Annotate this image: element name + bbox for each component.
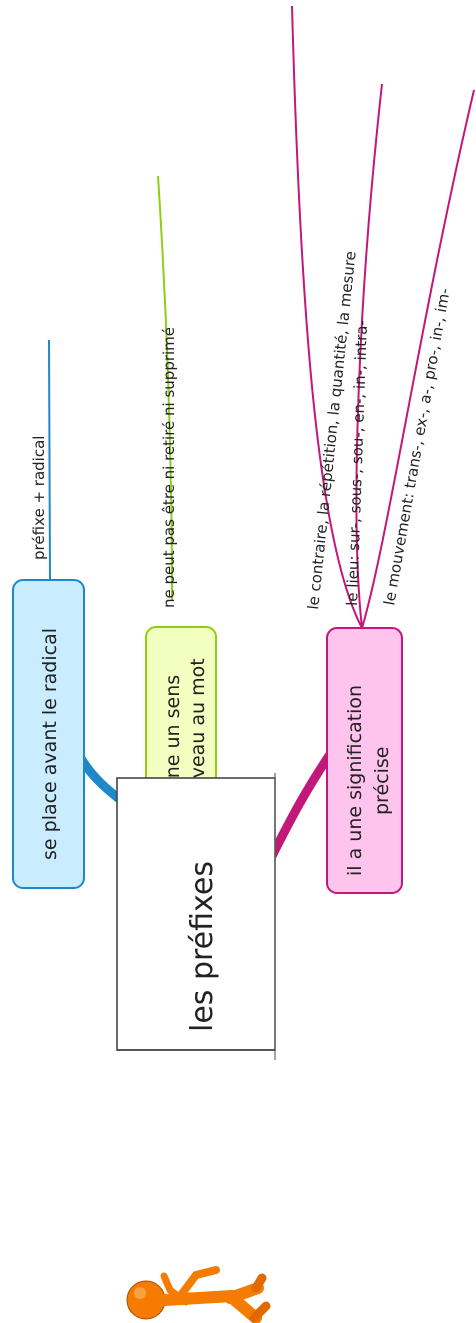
- branch-label-magenta-line2: précise: [371, 747, 393, 815]
- leaf-text-blue: préfixe + radical: [30, 436, 48, 560]
- branch-label-blue: se place avant le radical: [39, 628, 61, 860]
- leaf-line-magenta-3: [361, 89, 475, 629]
- leaf-text-green: ne peut pas être ni retiré ni supprimé: [160, 327, 178, 608]
- orange-stick-figure-icon: [126, 1266, 271, 1323]
- branch-box-magenta: il a une signification précise: [326, 627, 403, 894]
- leaf-line-green: [157, 175, 173, 601]
- central-title: les préfixes: [185, 861, 220, 1032]
- central-node: les préfixes: [116, 773, 276, 1065]
- branch-label-green-line2: nouveau au mot: [187, 658, 209, 814]
- branch-label-magenta-line1: il a une signification: [344, 685, 366, 876]
- leaf-line-magenta-1: [291, 5, 363, 629]
- leaf-line-blue: [48, 339, 51, 593]
- leaf-line-magenta-2: [355, 83, 383, 629]
- branch-box-blue: se place avant le radical: [12, 579, 85, 889]
- leaf-text-magenta-3: le mouvement: trans-, ex-, a-, pro-, in-…: [380, 287, 454, 607]
